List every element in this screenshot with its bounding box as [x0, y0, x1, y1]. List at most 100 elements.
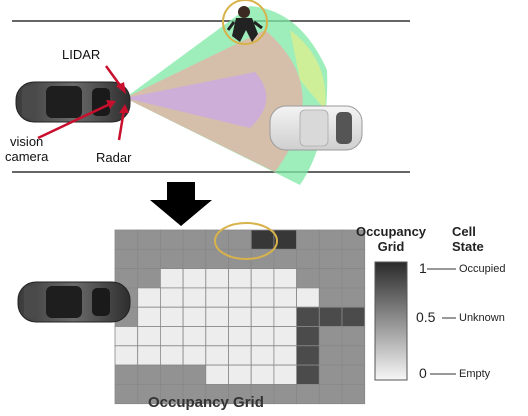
grid-cell: [273, 364, 297, 385]
tick-value-1: 1: [419, 260, 427, 276]
grid-cell: [273, 345, 297, 366]
target-car-icon: [269, 105, 363, 151]
tick-state-occupied: Occupied: [459, 263, 506, 275]
grid-cell: [159, 287, 184, 308]
grid-cell: [296, 268, 320, 289]
grid-cell: [159, 364, 184, 385]
down-arrow-icon: [150, 182, 212, 226]
grid-cell: [341, 306, 366, 327]
grid-cell: [273, 248, 297, 269]
grid-cell: [318, 364, 343, 385]
grid-cell: [341, 326, 366, 347]
grid-cell: [296, 326, 320, 347]
ego-car-on-grid-icon: [17, 281, 131, 323]
camera-cone-yellow: [290, 30, 326, 110]
grid-cell: [182, 326, 207, 347]
camera-arrow: [37, 102, 111, 140]
grid-cells: [114, 229, 366, 405]
grid-cell: [205, 287, 229, 308]
grid-cell: [137, 345, 161, 366]
grid-cell: [182, 345, 207, 366]
grid-cell: [114, 364, 139, 385]
legend-title-line1: Occupancy: [355, 224, 427, 239]
grid-cell: [296, 229, 320, 250]
grid-cell: [228, 326, 252, 347]
lidar-label: LIDAR: [62, 47, 101, 62]
tick-state-unknown: Unknown: [459, 312, 505, 324]
grid-cell: [228, 364, 252, 385]
colorbar: [374, 261, 408, 381]
grid-cell: [159, 345, 184, 366]
grid-cell: [137, 326, 161, 347]
grid-cell: [159, 326, 184, 347]
legend-title-line2: Grid: [377, 239, 405, 254]
radar-label: Radar: [96, 150, 132, 165]
pedestrian-highlight-ellipse: [214, 222, 278, 260]
tick-value-05: 0.5: [416, 309, 436, 325]
grid-cell: [205, 306, 229, 327]
grid-cell: [228, 287, 252, 308]
occupancy-grid-map: [17, 222, 456, 405]
grid-cell: [228, 345, 252, 366]
grid-cell: [250, 306, 275, 327]
grid-cell: [341, 364, 366, 385]
grid-cell: [250, 364, 275, 385]
grid-cell: [250, 268, 275, 289]
grid-cell: [273, 383, 297, 405]
grid-cell: [182, 306, 207, 327]
grid-cell: [137, 364, 161, 385]
grid-cell: [205, 248, 229, 269]
grid-cell: [273, 268, 297, 289]
grid-cell: [137, 268, 161, 289]
grid-cell: [114, 248, 139, 269]
vision-camera-label-line2: camera: [5, 149, 49, 164]
tick-state-empty: Empty: [459, 368, 491, 380]
grid-cell: [318, 326, 343, 347]
grid-cell: [114, 229, 139, 250]
camera-cone: [125, 72, 267, 128]
grid-cell: [318, 229, 343, 250]
grid-cell: [318, 383, 343, 405]
grid-cell: [228, 268, 252, 289]
grid-cell: [182, 229, 207, 250]
grid-cell: [296, 287, 320, 308]
grid-cell: [159, 229, 184, 250]
tick-value-0: 0: [419, 365, 427, 381]
grid-cell: [341, 383, 366, 405]
grid-cell: [341, 345, 366, 366]
grid-cell: [182, 248, 207, 269]
grid-cell: [273, 306, 297, 327]
grid-cell: [182, 287, 207, 308]
legend-title: Occupancy Grid: [355, 224, 427, 254]
grid-cell: [137, 229, 161, 250]
grid-cell: [205, 326, 229, 347]
vision-camera-label: vision camera: [5, 134, 48, 164]
camera-arrow-head: [106, 100, 116, 109]
grid-cell: [114, 326, 139, 347]
grid-cell: [318, 248, 343, 269]
grid-cell: [228, 306, 252, 327]
grid-cell: [296, 345, 320, 366]
grid-cell: [114, 345, 139, 366]
cell-state-title-line1: Cell: [452, 224, 476, 239]
lidar-arrow-head: [116, 82, 126, 94]
grid-cell: [137, 306, 161, 327]
grid-cell: [318, 268, 343, 289]
grid-cell: [250, 345, 275, 366]
grid-cell: [250, 287, 275, 308]
grid-cell: [318, 287, 343, 308]
grid-cell: [205, 364, 229, 385]
grid-cell: [137, 248, 161, 269]
vision-camera-label-line1: vision: [10, 134, 44, 149]
pedestrian-icon: [222, 0, 268, 45]
sensor-scene: [12, 0, 410, 185]
grid-cell: [250, 326, 275, 347]
occupancy-grid-caption: Occupancy Grid: [148, 394, 264, 411]
grid-cell: [296, 306, 320, 327]
grid-cell: [318, 306, 343, 327]
radar-arrow: [117, 109, 126, 141]
grid-cell: [182, 364, 207, 385]
grid-cell: [273, 326, 297, 347]
grid-cell: [341, 268, 366, 289]
grid-cell: [318, 345, 343, 366]
